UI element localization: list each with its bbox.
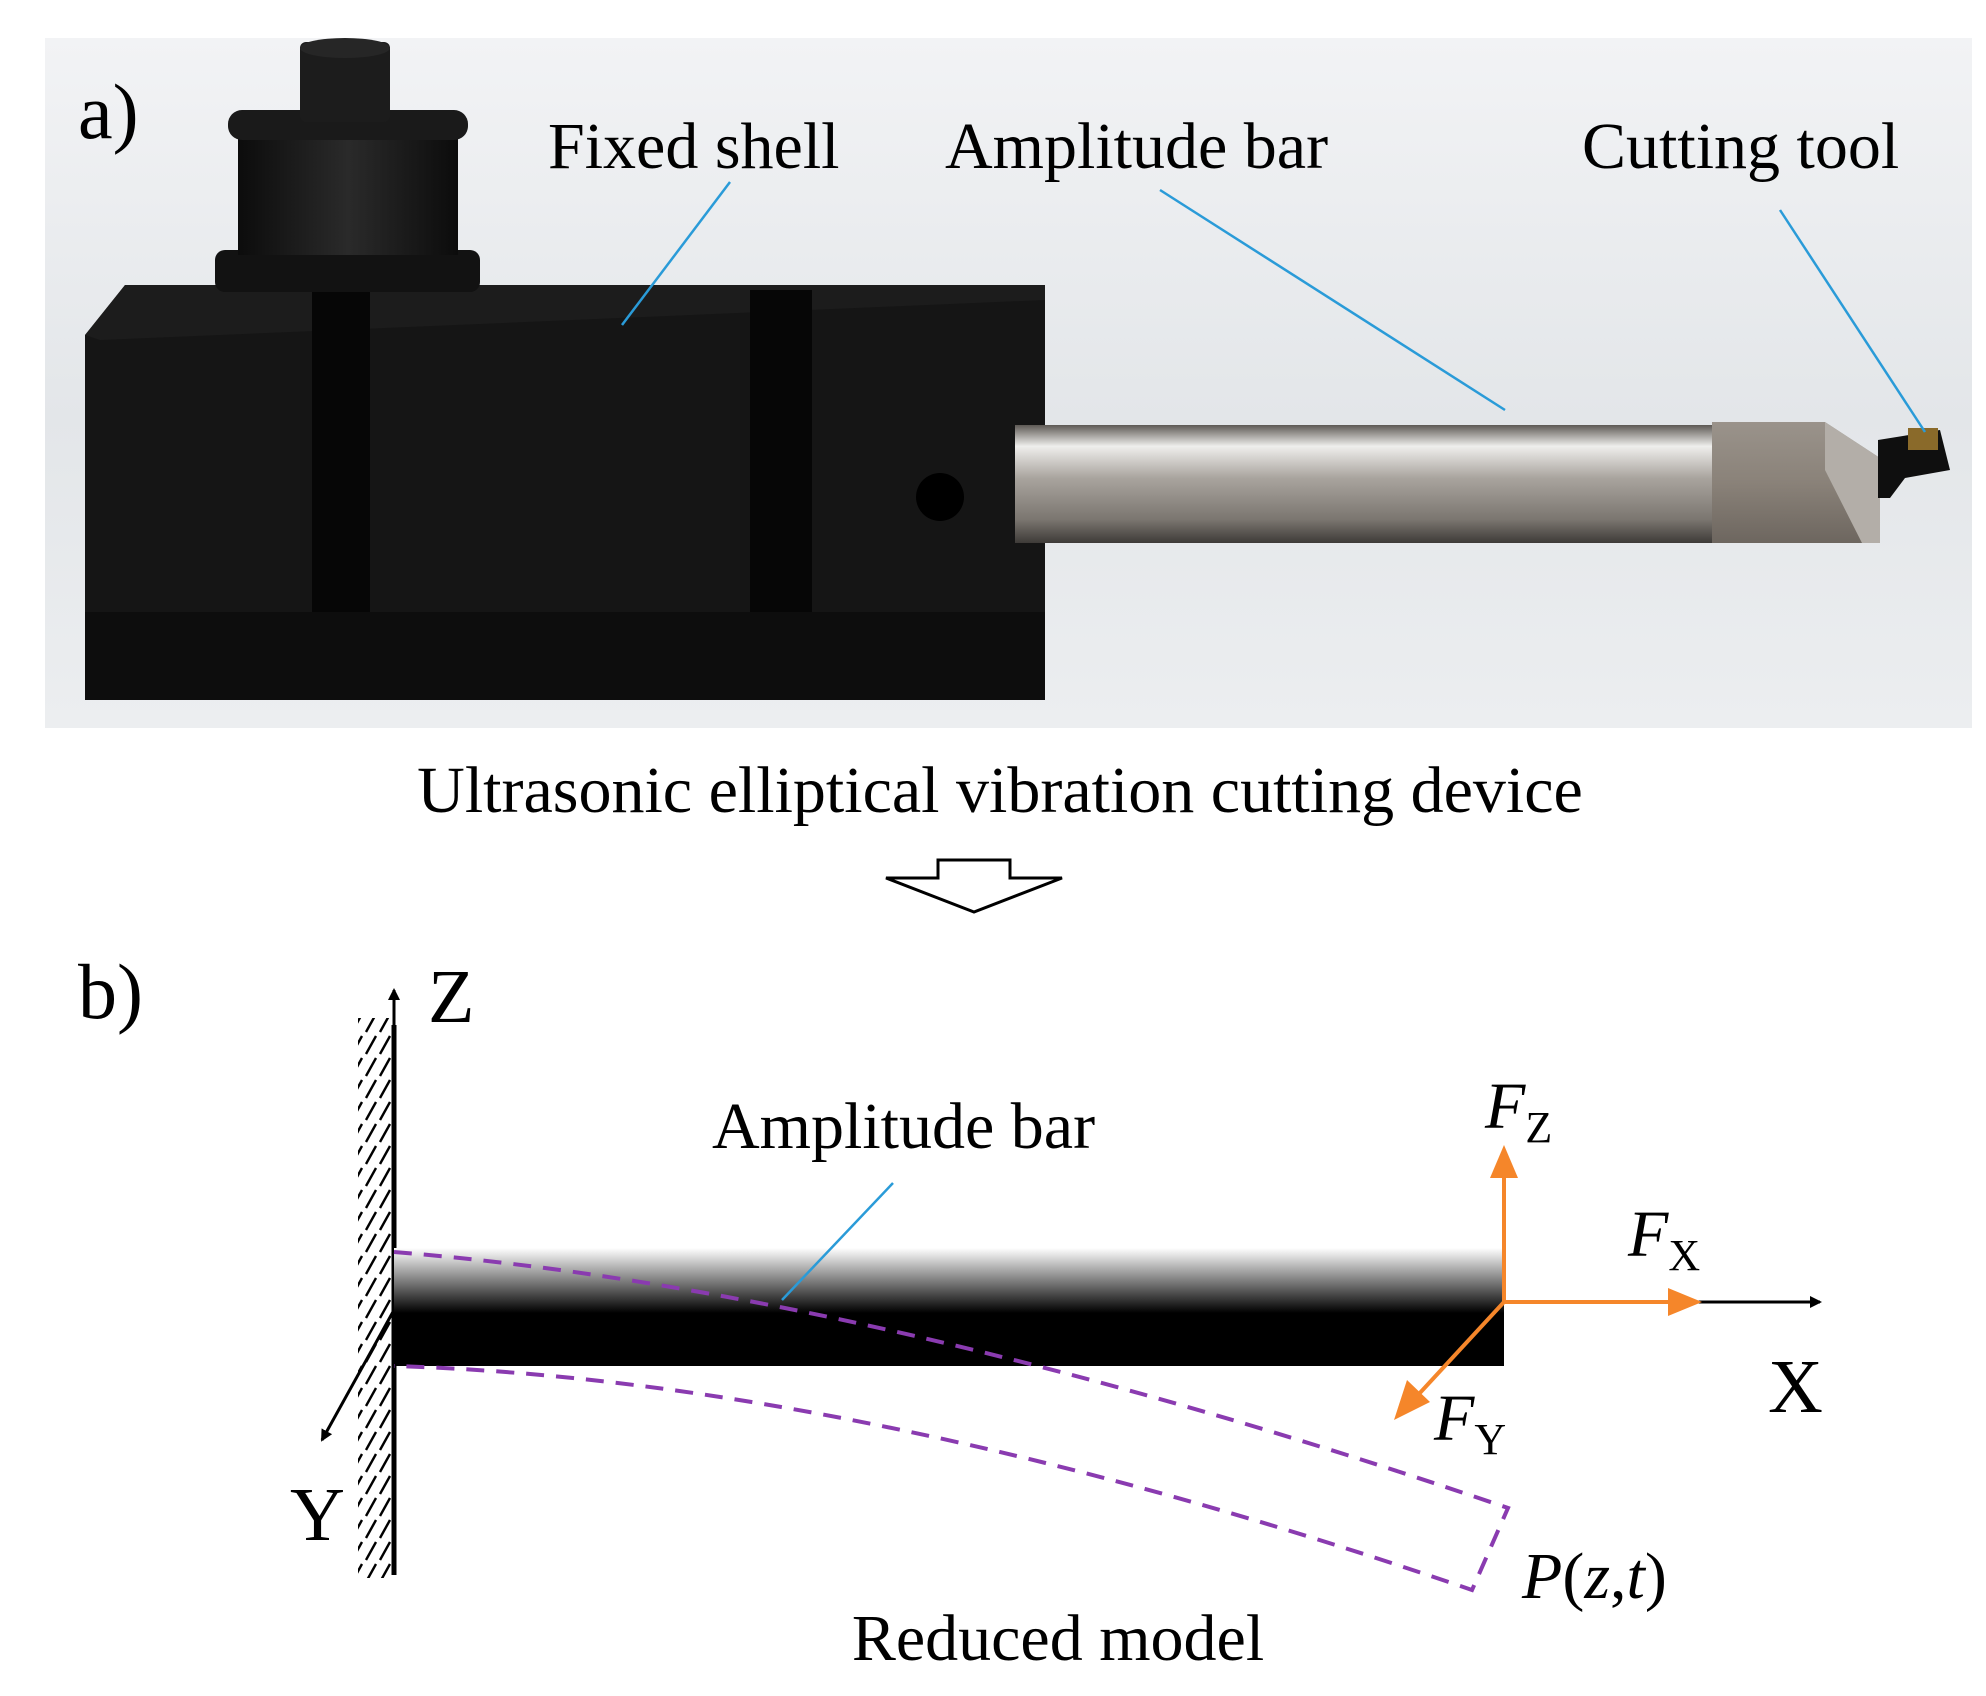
amplitude-bar-head-facet <box>1825 422 1880 543</box>
clamp-nut <box>238 125 458 255</box>
clamp-nut-collar <box>228 110 468 140</box>
mounting-hole <box>916 473 964 521</box>
panel-a-label: a) <box>78 68 139 155</box>
panel-b: b) Z Y X Amplitude bar FZ FX <box>78 948 1823 1675</box>
panel-b-label: b) <box>78 948 143 1035</box>
fixed-shell-groove-left <box>312 290 370 612</box>
cutting-tool-tip <box>1908 428 1938 450</box>
callout-line-amplitude-bar <box>1159 188 1506 412</box>
z-axis-label: Z <box>428 955 474 1039</box>
force-fz-label: FZ <box>1484 1070 1552 1152</box>
wall-hatch <box>358 1018 392 1578</box>
fixed-shell-base <box>85 612 1045 700</box>
force-fz: FZ <box>1484 1070 1552 1302</box>
y-axis-arrow <box>320 1309 396 1442</box>
callout-amplitude-bar-model: Amplitude bar <box>712 1090 1095 1163</box>
callout-line-cutting-tool <box>1778 209 1927 433</box>
clamp-bolt <box>300 42 390 122</box>
amplitude-bar-beam <box>394 1248 1504 1366</box>
y-axis-label: Y <box>290 1473 345 1557</box>
force-fx: FX <box>1504 1198 1702 1316</box>
caption-device: Ultrasonic elliptical vibration cutting … <box>417 754 1583 827</box>
force-fx-label: FX <box>1627 1198 1700 1280</box>
callout-cutting-tool: Cutting tool <box>1582 110 1899 183</box>
caption-reduced-model: Reduced model <box>852 1602 1264 1675</box>
clamp-bolt-top <box>300 38 390 58</box>
fixed-shell-groove-right <box>750 290 812 612</box>
deflection-curve <box>393 1250 1511 1593</box>
callout-fixed-shell: Fixed shell <box>548 110 840 183</box>
deflection-label: P(z,t) <box>1521 1540 1667 1613</box>
clamp-washer <box>215 250 480 292</box>
panel-a: a) Fixed shell Amplitude bar Cutting too… <box>45 38 1972 728</box>
callout-line-fixed-shell <box>621 181 731 326</box>
callout-line-amplitude-bar-model <box>781 1182 894 1301</box>
down-arrow-icon <box>885 858 1063 914</box>
callout-amplitude-bar: Amplitude bar <box>945 110 1328 183</box>
force-fy: FY <box>1394 1300 1506 1464</box>
amplitude-bar-shaft <box>1015 425 1715 543</box>
force-fy-label: FY <box>1433 1382 1506 1464</box>
x-axis-label: X <box>1768 1345 1823 1429</box>
